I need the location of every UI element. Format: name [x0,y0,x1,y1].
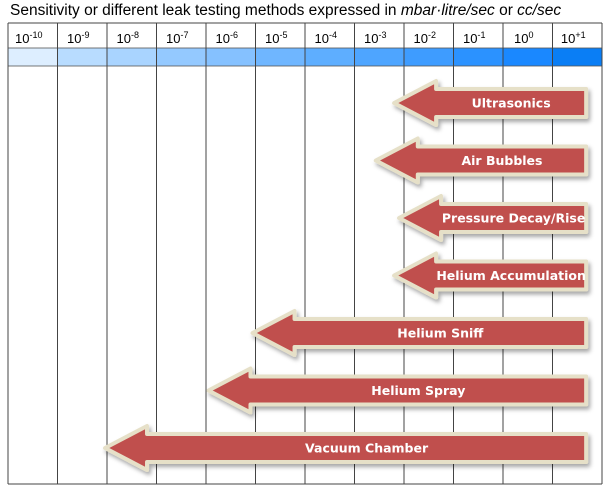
decade-label-3: 10-7 [166,30,188,46]
arrow-label-2: Pressure Decay/Rise [442,211,585,226]
decade-label-4: 10-6 [216,30,238,46]
arrow-pressure-decay-rise [397,194,589,242]
scale-cell-4 [205,47,256,67]
arrow-label-5: Helium Spray [371,383,465,398]
title-unit-2: cc/sec [517,2,562,19]
scale-cell-7 [354,47,405,67]
arrow-label-4: Helium Sniff [397,326,484,341]
scale-cell-2 [106,47,157,67]
scale-cell-11 [552,47,603,67]
decade-label-1: 10-9 [67,30,89,46]
arrow-label-0: Ultrasonics [472,96,551,111]
scale-cell-0 [7,47,58,67]
decade-label-9: 10-1 [463,30,485,46]
arrow-helium-spray [206,366,589,415]
arrow-helium-sniff [250,309,589,357]
arrow-label-1: Air Bubbles [461,153,542,168]
arrow-label-6: Vacuum Chamber [305,441,429,456]
chart-title: Sensitivity or different leak testing me… [10,2,561,20]
scale-cell-6 [304,47,355,67]
title-text: Sensitivity or different leak testing me… [10,2,401,19]
arrow-helium-accumulation [392,251,589,300]
decade-label-5: 10-5 [265,30,287,46]
arrow-label-3: Helium Accumulation [436,268,586,283]
arrow-air-bubbles [373,136,589,185]
decade-label-0: 10-10 [15,30,42,46]
scale-cell-9 [453,47,504,67]
decade-label-2: 10-8 [117,30,139,46]
scale-cell-8 [403,47,454,67]
title-unit-1: mbar·litre/sec [400,2,495,19]
arrow-ultrasonics [392,79,589,127]
scale-cell-3 [156,47,207,67]
scale-cell-5 [255,47,306,67]
decade-label-7: 10-3 [364,30,386,46]
title-or: or [494,2,518,19]
arrow-vacuum-chamber [103,424,589,472]
decade-label-10: 100 [514,30,533,46]
decade-label-6: 10-4 [315,30,337,46]
decade-label-11: 10+1 [561,30,586,46]
scale-cell-10 [502,47,553,67]
scale-cell-1 [57,47,108,67]
decade-label-8: 10-2 [414,30,436,46]
